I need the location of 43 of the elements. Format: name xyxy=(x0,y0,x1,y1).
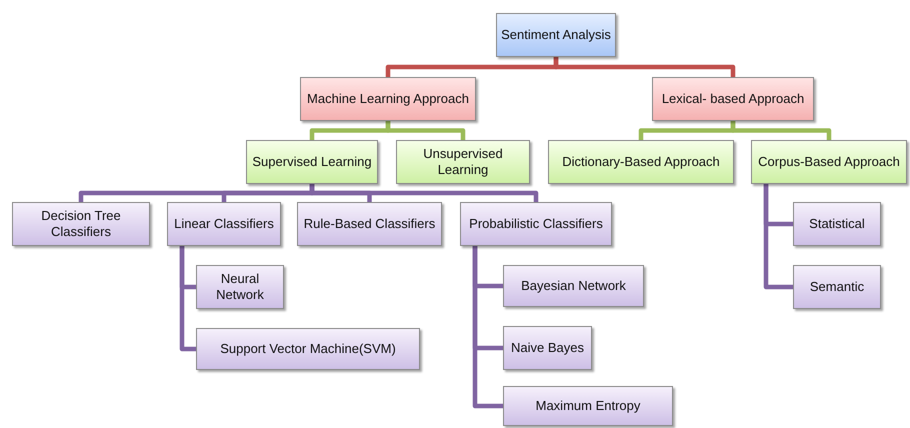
connector-line xyxy=(386,121,466,140)
category-box xyxy=(548,140,734,184)
category-box xyxy=(496,13,616,57)
connector-line xyxy=(764,184,793,290)
connector-line xyxy=(554,57,736,77)
connector-line xyxy=(180,246,196,352)
category-box xyxy=(503,326,592,370)
category-box xyxy=(460,202,612,246)
node-label: Decision Tree Classifiers xyxy=(40,208,122,240)
node-label: Maximum Entropy xyxy=(536,398,640,414)
category-box xyxy=(246,140,378,184)
category-box xyxy=(12,202,150,246)
category-box xyxy=(503,386,673,426)
node-label: Dictionary-Based Approach xyxy=(562,154,720,170)
node-label: Corpus-Based Approach xyxy=(758,154,900,170)
connector-line xyxy=(730,121,832,140)
node-label: Lexical- based Approach xyxy=(662,91,804,107)
node-label: Bayesian Network xyxy=(521,278,626,294)
node-label: Machine Learning Approach xyxy=(307,91,469,107)
node-label: Unsupervised Learning xyxy=(422,146,504,178)
category-box xyxy=(396,140,530,184)
connector-line xyxy=(310,184,538,202)
connector-line xyxy=(472,246,503,408)
node-label: Probabilistic Classifiers xyxy=(469,216,603,232)
category-box xyxy=(652,77,814,121)
category-box xyxy=(297,202,442,246)
category-box xyxy=(300,77,476,121)
node-label: Statistical xyxy=(809,216,865,232)
node-label: Rule-Based Classifiers xyxy=(304,216,436,232)
node-label: Semantic xyxy=(810,279,864,295)
node-label: Linear Classifiers xyxy=(174,216,274,232)
category-box xyxy=(196,265,284,309)
category-box xyxy=(503,265,644,307)
node-label: Neural Network xyxy=(215,271,265,303)
category-box xyxy=(167,202,281,246)
node-label: Support Vector Machine(SVM) xyxy=(220,341,396,357)
node-label: Supervised Learning xyxy=(252,154,372,170)
category-box xyxy=(793,265,881,309)
category-box xyxy=(196,328,420,370)
node-label: Sentiment Analysis xyxy=(501,27,611,43)
node-label: Naive Bayes xyxy=(511,340,584,356)
category-box xyxy=(793,202,881,246)
category-box xyxy=(751,140,907,184)
